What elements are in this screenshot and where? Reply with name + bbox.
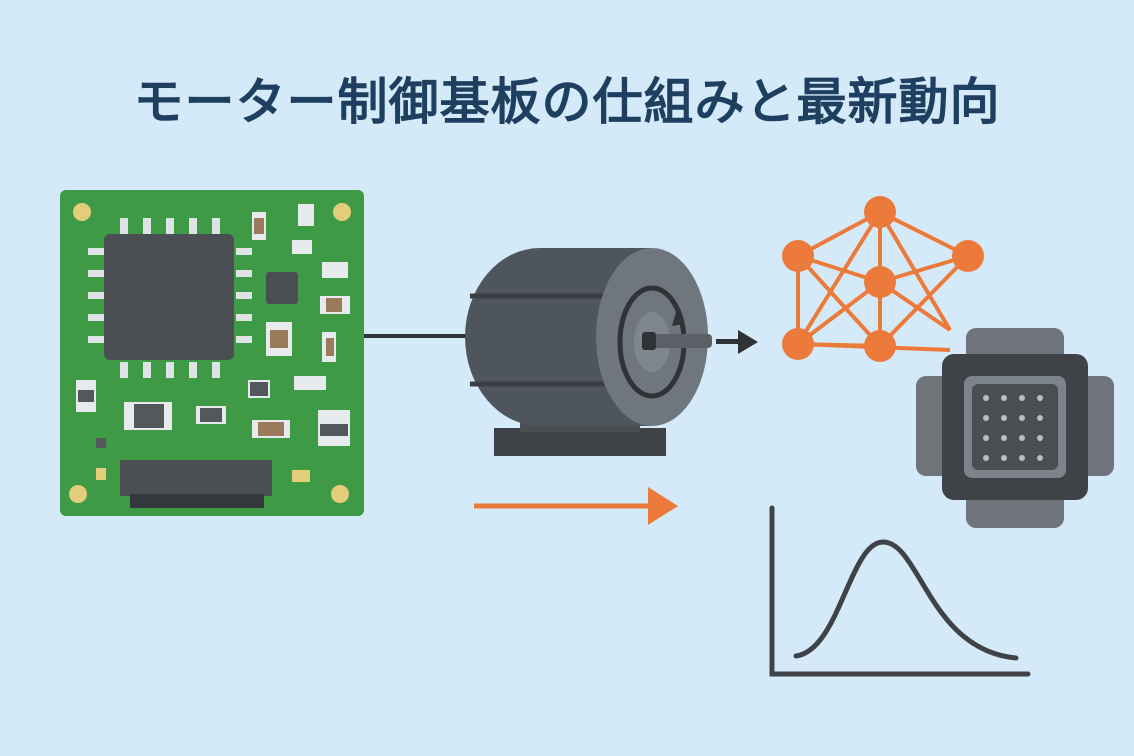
bell-curve-graph-icon (769, 505, 1031, 677)
motor-icon (465, 248, 758, 456)
arrow-right-icon (474, 487, 678, 525)
page-title: モーター制御基板の仕組みと最新動向 (133, 73, 1001, 131)
processor-chip-icon (916, 328, 1114, 528)
neural-network-icon (782, 196, 984, 362)
pcb-board-icon (60, 190, 364, 516)
